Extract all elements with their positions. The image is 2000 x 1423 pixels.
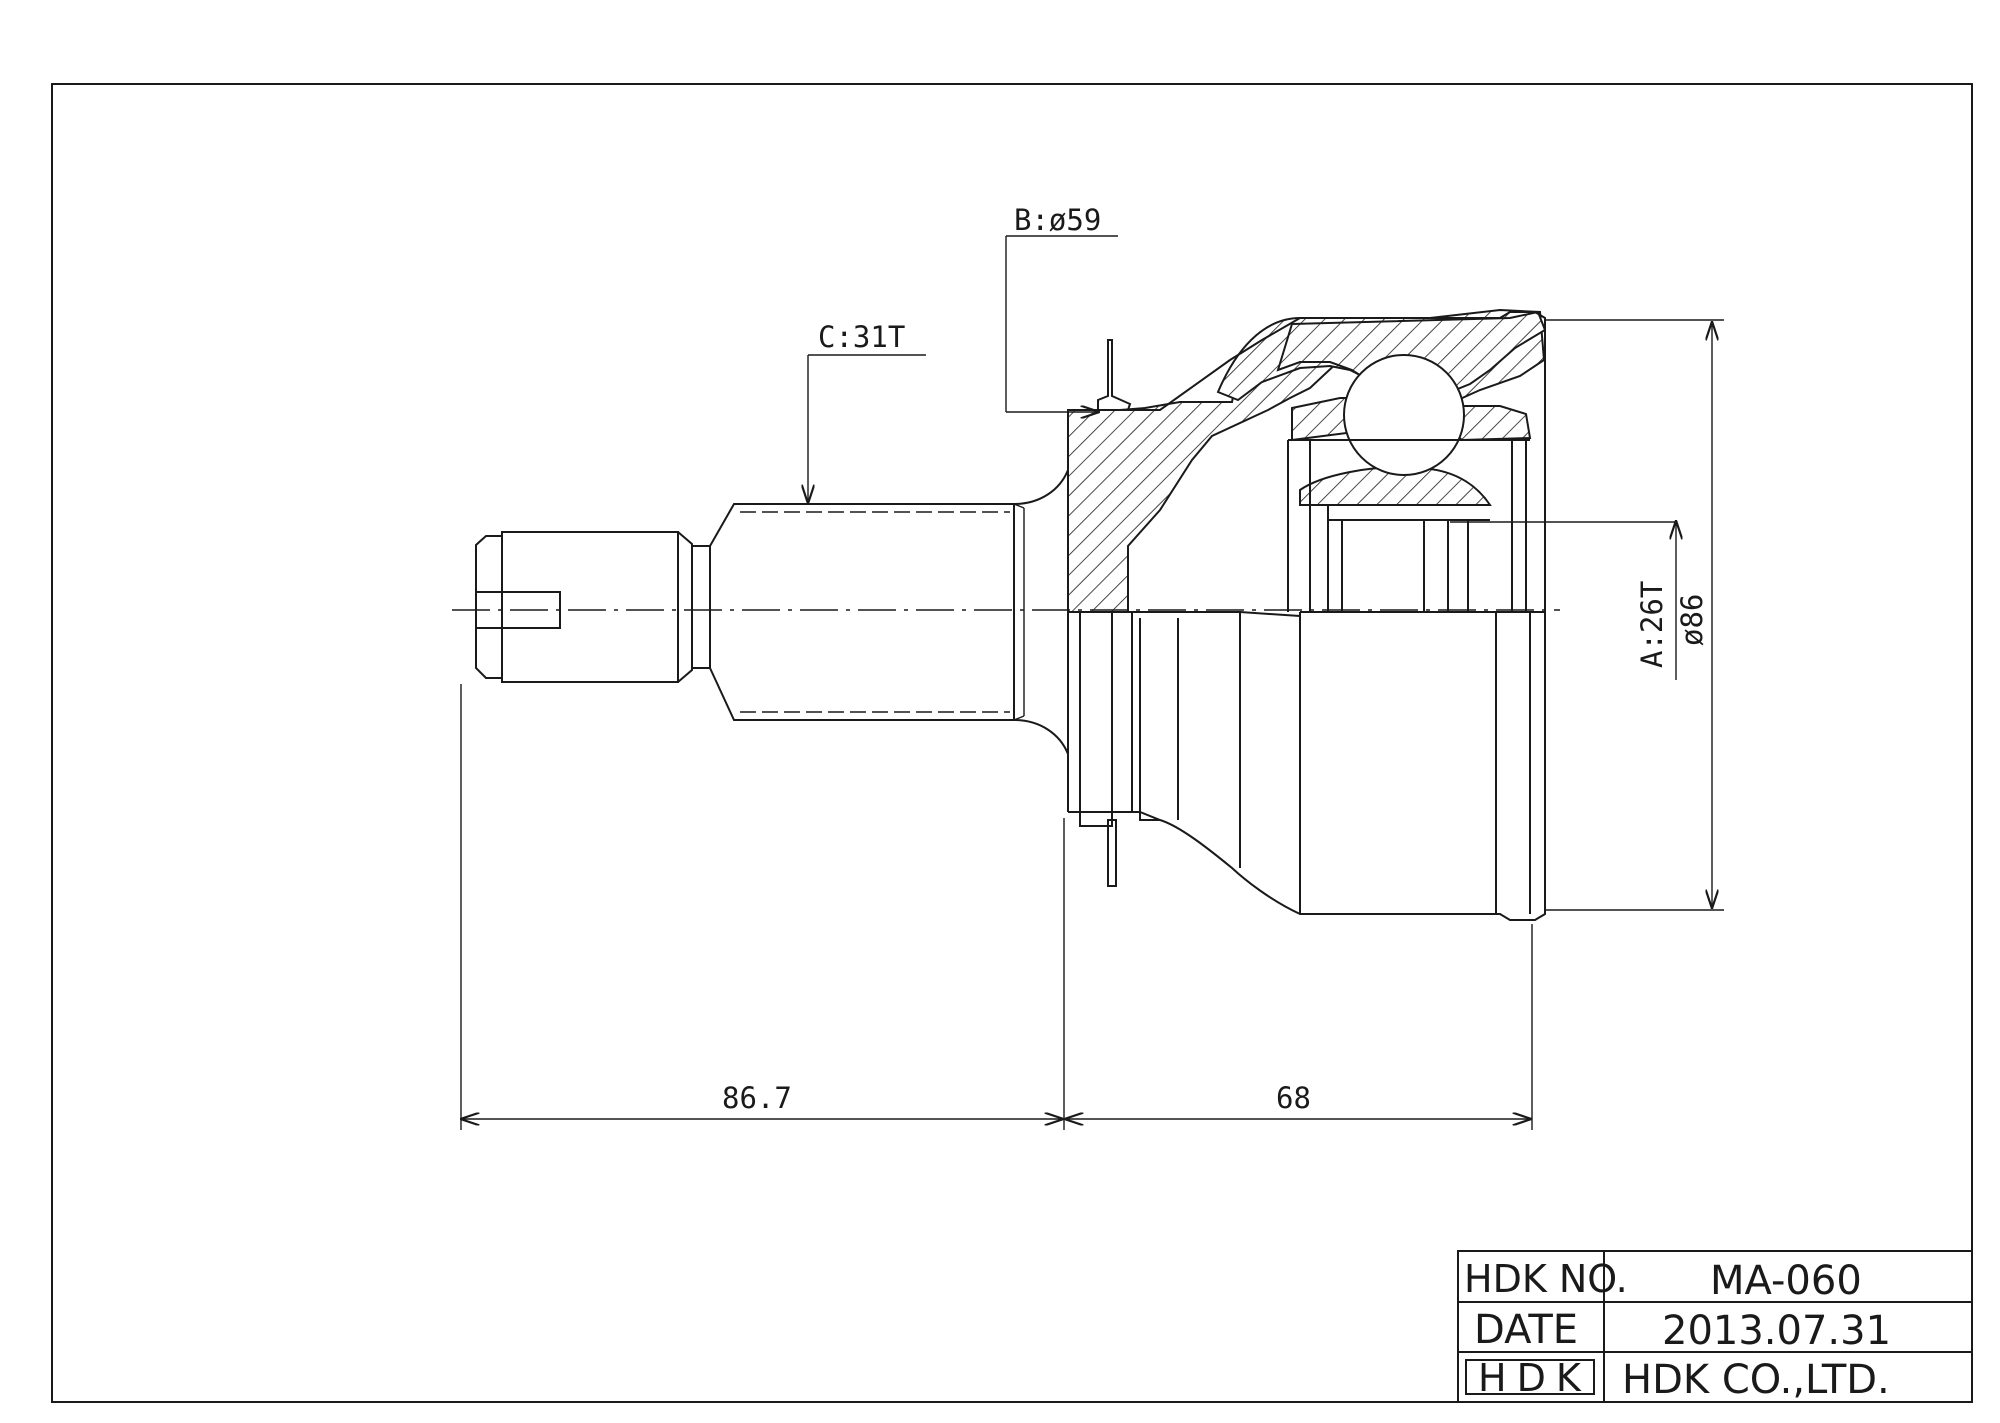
part-number-value: MA-060 — [1710, 1258, 1862, 1304]
hdk-logo-box — [1465, 1359, 1595, 1395]
dimension-68-label: 68 — [1276, 1081, 1311, 1115]
part-number-label: HDK NO. — [1464, 1257, 1628, 1301]
ball — [1343, 354, 1465, 476]
title-block — [1457, 1250, 1973, 1403]
dimension-lines — [461, 235, 1724, 1130]
date-value: 2013.07.31 — [1662, 1308, 1891, 1354]
date-label: DATE — [1474, 1307, 1578, 1353]
dimension-86-7-label: 86.7 — [722, 1081, 792, 1115]
callout-c-label: C:31T — [818, 320, 905, 354]
callout-b-label: B:ø59 — [1014, 203, 1101, 237]
drawing-frame — [51, 83, 1973, 1403]
company-name: HDK CO.,LTD. — [1622, 1357, 1890, 1403]
cv-joint-outline — [475, 308, 1547, 921]
hdk-logo: HDK — [1478, 1356, 1591, 1400]
callout-a-label: A:26T — [1635, 581, 1669, 668]
outer-diameter-label: ø86 — [1675, 594, 1709, 646]
